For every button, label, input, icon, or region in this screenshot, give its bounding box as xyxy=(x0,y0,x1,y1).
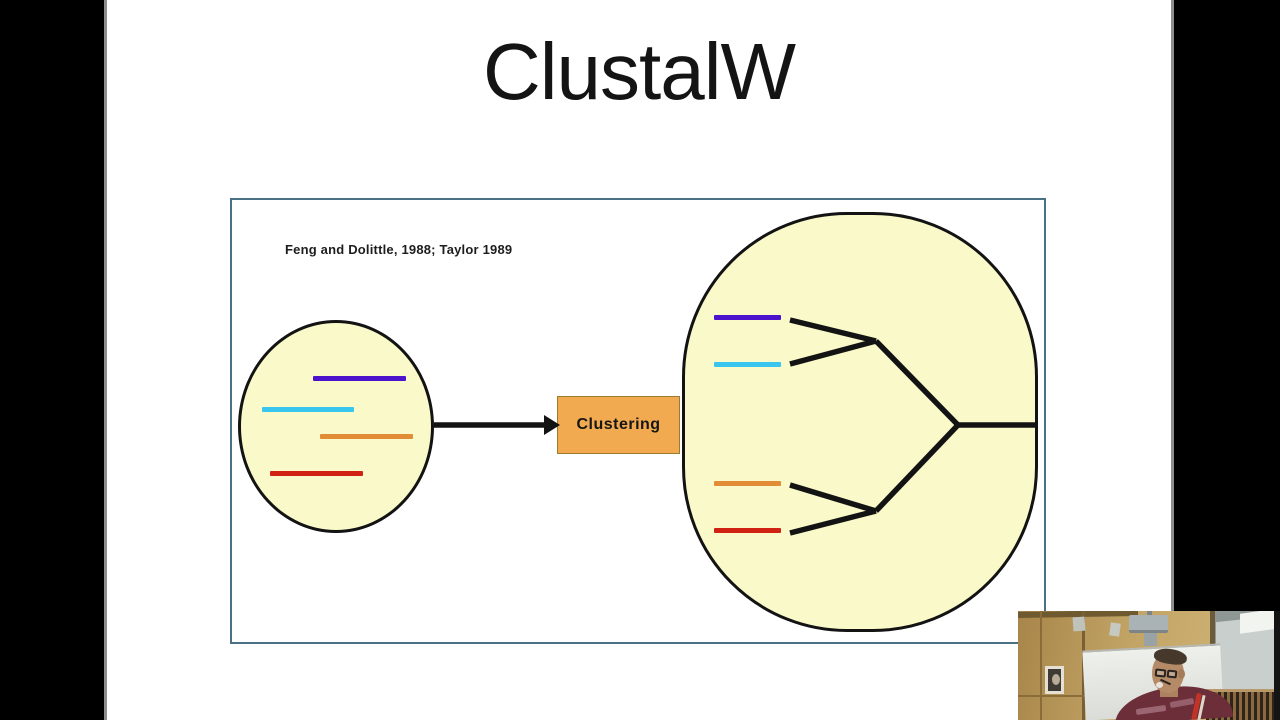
clustering-box-label: Clustering xyxy=(576,416,661,433)
webcam-projector-mount xyxy=(1144,633,1157,646)
slide-edge-line-right xyxy=(1171,0,1174,720)
slide-title: ClustalW xyxy=(482,27,796,116)
webcam-wall-box xyxy=(1109,622,1121,637)
letterbox-bar-left xyxy=(0,0,104,720)
webcam-framed-portrait xyxy=(1045,666,1064,694)
webcam-portrait-face xyxy=(1052,674,1060,685)
webcam-projector-pole xyxy=(1147,611,1152,617)
sequence-line-red xyxy=(270,471,363,476)
webcam-wall-box xyxy=(1072,616,1086,632)
clustered-tree-circle xyxy=(682,212,1038,632)
unaligned-sequences-circle xyxy=(238,320,434,533)
clustering-box: Clustering xyxy=(557,396,680,454)
tree-leaf-orange xyxy=(714,481,781,486)
tree-leaf-cyan xyxy=(714,362,781,367)
slide-edge-line-left xyxy=(104,0,107,720)
letterbox-bar-right xyxy=(1174,0,1280,720)
tree-leaf-purple xyxy=(714,315,781,320)
sequence-line-orange xyxy=(320,434,413,439)
webcam-panel-seam xyxy=(1040,611,1042,720)
webcam-projector xyxy=(1129,615,1168,633)
lecturer-ear xyxy=(1178,669,1185,679)
lecturer-glasses xyxy=(1154,668,1167,678)
sequence-line-cyan xyxy=(262,407,354,412)
citation-text: Feng and Dolittle, 1988; Taylor 1989 xyxy=(285,242,513,257)
tree-leaf-red xyxy=(714,528,781,533)
webcam-dark-edge xyxy=(1274,611,1280,720)
sequence-line-purple xyxy=(313,376,406,381)
lecturer-mic-tip xyxy=(1156,682,1163,688)
webcam-panel-seam xyxy=(1018,695,1084,697)
webcam-overlay xyxy=(1018,611,1280,720)
lecturer-glasses xyxy=(1166,669,1178,679)
